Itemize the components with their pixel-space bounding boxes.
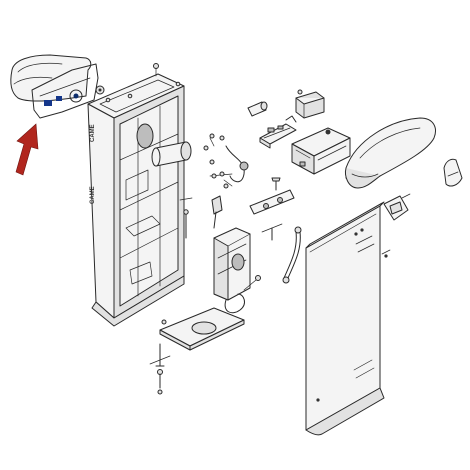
motor-gearbox[interactable] [213,227,261,314]
anchor-bolts [149,343,171,395]
capacitor-cylinder[interactable] [247,101,268,117]
small-fasteners [179,135,225,239]
dome-cover[interactable] [345,117,436,189]
brand-label-upper: CAME [90,124,96,142]
red-pointer-arrow [15,123,39,176]
control-board[interactable] [259,115,297,149]
center-bolt [271,177,281,191]
spring-bracket[interactable] [249,189,295,241]
highlighted-cover-assembly[interactable] [10,54,105,119]
drive-shaft[interactable] [151,141,192,167]
cabinet-housing[interactable]: CAME CAME [87,63,185,327]
base-plate[interactable] [159,307,245,351]
side-bracket[interactable] [383,193,411,221]
spring-rod[interactable] [282,226,302,284]
release-lever[interactable] [211,195,223,229]
wiring-bundle[interactable] [209,133,249,189]
end-cap[interactable] [443,158,463,187]
transformer[interactable] [295,89,325,119]
brand-label-lower: CAME [90,186,96,204]
blue-highlighted-bracket [31,63,99,119]
front-door-panel[interactable] [305,201,391,436]
electronics-enclosure[interactable] [291,127,351,175]
